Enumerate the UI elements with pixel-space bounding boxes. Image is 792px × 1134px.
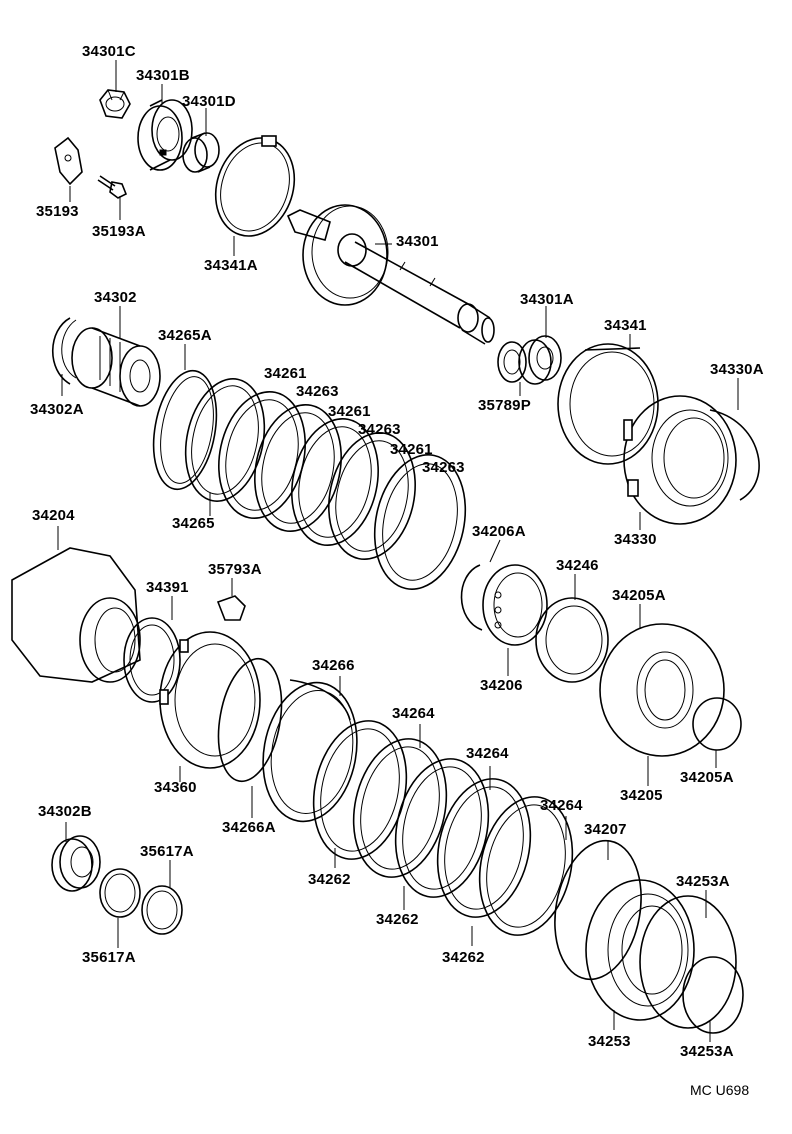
plate-34207 [554,839,642,981]
part-label: 35789P [478,397,531,414]
ring-34246 [535,597,609,683]
piston-34205 [599,623,725,757]
nut-34301c [99,89,131,119]
plate-34266 [262,679,358,823]
part-label: 34261 [264,365,307,382]
clip-35793a [216,595,246,621]
snap-ring-34330a [709,409,760,501]
part-label: 34302 [94,289,137,306]
part-label: 34262 [308,871,351,888]
hub-34330 [623,395,737,525]
part-label: 34205 [620,787,663,804]
snap-ring-34266a [217,657,283,783]
part-label: 34253A [676,873,730,890]
seal-34302b [51,835,101,892]
clutch-drum-34360 [159,631,261,769]
part-label: 34265A [158,327,212,344]
sun-gear-34302 [71,327,161,407]
part-label: 35193A [92,223,146,240]
part-label: 34330A [710,361,764,378]
part-label: 34264 [540,797,583,814]
part-label: 34265 [172,515,215,532]
snap-ring-34206a [460,564,483,631]
part-label: 34263 [422,459,465,476]
part-label: 35193 [36,203,79,220]
part-label: 34206 [480,677,523,694]
piston-34253 [585,879,695,1021]
figure-code: MC U698 [690,1082,750,1098]
part-label: 35793A [208,561,262,578]
part-label: 34391 [146,579,189,596]
part-label: 34301A [520,291,574,308]
clutch-pack-upper [184,378,467,590]
part-label: 34262 [442,949,485,966]
one-way-clutch-34206 [482,564,548,646]
snap-ring-34341a [214,135,296,237]
part-label: 34246 [556,557,599,574]
part-label: 34262 [376,911,419,928]
part-label: 34302B [38,803,92,820]
part-label: 34205A [612,587,666,604]
input-shaft-34301 [286,204,495,345]
part-label: 34204 [32,507,75,524]
o-ring-34205a [692,697,742,751]
part-label: 34205A [680,769,734,786]
ring-35617a-right [141,885,183,935]
o-ring-34253a-small [682,956,744,1034]
bolt-35193a [97,175,128,199]
part-label: 34341A [204,257,258,274]
part-label: 34341 [604,317,647,334]
leader-lines [57,60,739,1042]
part-label: 34206A [472,523,526,540]
collar-34301d [182,132,220,173]
clutch-pack-lower [312,720,574,936]
snap-ring-34302a [51,317,77,385]
part-label: 34207 [584,821,627,838]
part-label: 34330 [614,531,657,548]
part-label: 34264 [392,705,435,722]
snap-ring-34265a [152,369,218,491]
part-label: 34263 [296,383,339,400]
part-label: 34261 [328,403,371,420]
part-label: 34302A [30,401,84,418]
part-label: 34263 [358,421,401,438]
part-label: 34264 [466,745,509,762]
part-label: 34266 [312,657,355,674]
part-label: 35617A [82,949,136,966]
part-label: 34360 [154,779,197,796]
part-label: 34301 [396,233,439,250]
part-label: 34301B [136,67,190,84]
part-label: 35617A [140,843,194,860]
part-label: 34266A [222,819,276,836]
snap-ring-34391 [123,617,181,703]
ring-35617a-left [99,868,141,918]
part-label: 34253 [588,1033,631,1050]
drum-34341 [557,343,659,465]
part-label: 34301D [182,93,236,110]
o-ring-34253a-large [639,895,737,1029]
bearing-34301a [518,335,562,385]
drum-34204 [11,547,141,683]
part-label: 34301C [82,43,136,60]
clip-35193 [54,136,83,186]
part-label: 34261 [390,441,433,458]
washer-35789p [497,341,527,383]
part-label: 34253A [680,1043,734,1060]
bearing-34301b [137,99,193,171]
